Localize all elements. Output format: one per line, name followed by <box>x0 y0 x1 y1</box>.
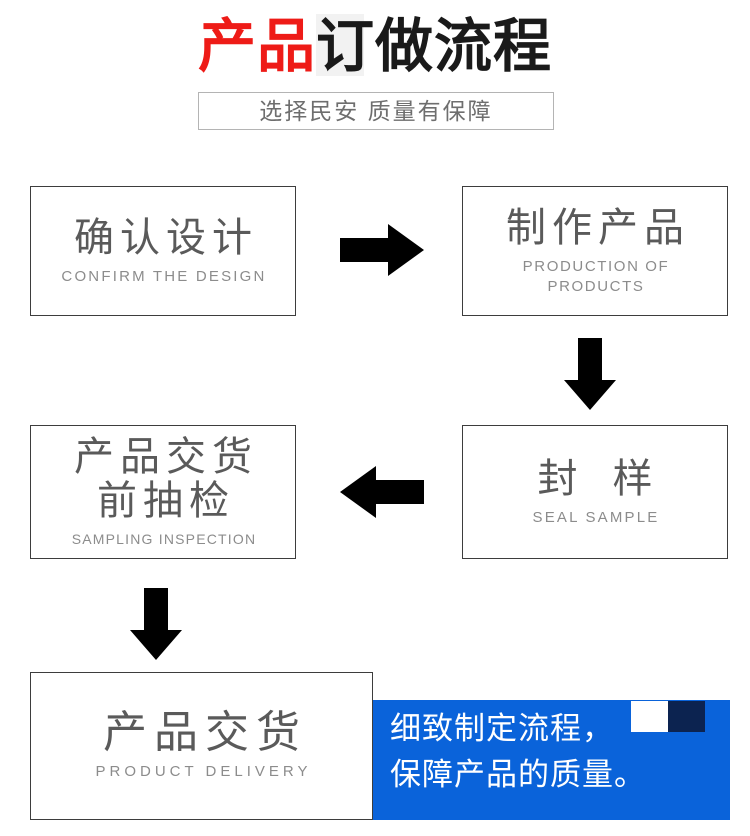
step-label-cn: 产品交货 <box>74 435 258 479</box>
page-title: 产品订做流程 <box>0 8 750 86</box>
step-label-en: SEAL SAMPLE <box>532 509 660 526</box>
title-highlight-block <box>316 14 364 76</box>
step-label-en: SAMPLING INSPECTION <box>71 531 257 547</box>
step-label-cn-line2: 前抽检 <box>97 479 235 523</box>
arrow-right-icon <box>340 222 424 278</box>
promo-text-line1: 细致制定流程， <box>390 711 614 746</box>
step-box-sampling-inspection: 产品交货 前抽检 SAMPLING INSPECTION <box>30 425 296 559</box>
decorative-square-navy-icon <box>668 701 705 732</box>
arrow-left-icon <box>340 464 424 520</box>
page-title-red-part: 产品 <box>197 14 316 79</box>
subtitle-text: 选择民安 质量有保障 <box>259 98 493 124</box>
step-label-en: CONFIRM THE DESIGN <box>61 268 267 285</box>
page-title-black-part: 订做流程 <box>316 14 553 79</box>
step-label-en-line2: PRODUCTS <box>547 278 645 295</box>
page-title-text: 产品订做流程 <box>0 8 750 86</box>
decorative-squares <box>631 701 705 732</box>
step-box-product-delivery: 产品交货 PRODUCT DELIVERY <box>30 672 373 820</box>
arrow-down-icon-production-to-seal <box>562 338 618 410</box>
promo-text-line2: 保障产品的质量。 <box>390 757 646 792</box>
step-label-en: PRODUCT DELIVERY <box>95 763 312 780</box>
arrow-down-icon-sampling-to-delivery <box>128 588 184 660</box>
step-label-cn: 确认设计 <box>74 216 258 260</box>
step-box-seal-sample: 封 样 SEAL SAMPLE <box>462 425 728 559</box>
step-box-confirm-design: 确认设计 CONFIRM THE DESIGN <box>30 186 296 316</box>
step-label-cn: 制作产品 <box>506 206 690 250</box>
subtitle-box: 选择民安 质量有保障 <box>198 92 554 130</box>
promo-text: 细致制定流程， 保障产品的质量。 <box>390 706 720 798</box>
step-label-en: PRODUCTION OF <box>522 258 670 275</box>
step-box-production-of-products: 制作产品 PRODUCTION OF PRODUCTS <box>462 186 728 316</box>
step-label-cn: 封 样 <box>537 457 665 501</box>
step-label-cn: 产品交货 <box>103 708 307 757</box>
decorative-square-white-icon <box>631 701 668 732</box>
